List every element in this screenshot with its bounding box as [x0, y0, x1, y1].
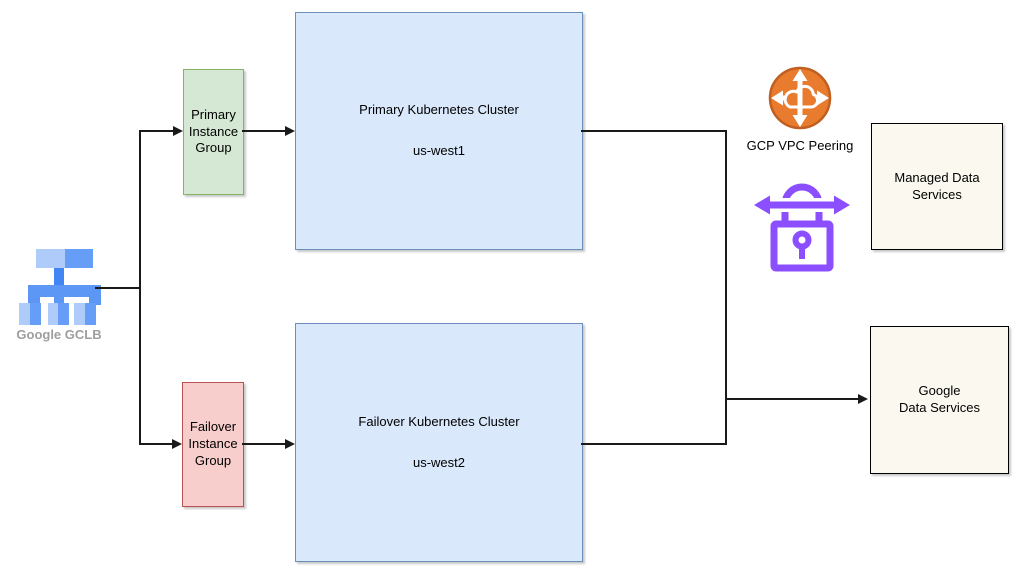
node-google-data-services: Google Data Services: [870, 326, 1009, 474]
failover-cluster-title: Failover Kubernetes Cluster: [358, 413, 520, 429]
failover-instance-group-label: Failover Instance Group: [188, 419, 238, 468]
node-primary-kubernetes-cluster: Primary Kubernetes Cluster us-west1: [295, 12, 583, 250]
connector-gclb-to-bus: [95, 287, 140, 289]
failover-cluster-region: us-west2: [412, 454, 466, 470]
arrowhead-primary-ig: [173, 126, 183, 136]
node-google-gclb: Google GCLB: [13, 246, 105, 342]
vpc-peering-icon: [768, 66, 832, 130]
primary-instance-group-label: Primary Instance Group: [188, 106, 239, 156]
load-balancer-icon: [19, 249, 101, 325]
connector-failover-ig-to-cluster: [242, 443, 285, 445]
connector-primary-cluster-to-bus: [581, 130, 727, 132]
primary-cluster-title: Primary Kubernetes Cluster: [359, 102, 519, 118]
node-private-link: [752, 173, 852, 273]
connector-bus-to-primary-ig: [140, 130, 174, 132]
connector-primary-ig-to-cluster: [242, 130, 285, 132]
connector-right-bus: [725, 130, 727, 445]
node-failover-kubernetes-cluster: Failover Kubernetes Cluster us-west2: [295, 323, 583, 562]
node-failover-instance-group: Failover Instance Group: [182, 382, 244, 507]
arrowhead-failover-cluster: [285, 439, 295, 449]
connector-left-bus: [139, 130, 141, 445]
node-primary-instance-group: Primary Instance Group: [183, 69, 244, 195]
primary-cluster-region: us-west1: [412, 143, 466, 158]
arrowhead-failover-ig: [172, 439, 182, 449]
connector-bus-to-google-data-services: [726, 398, 858, 400]
connector-failover-cluster-to-bus: [581, 443, 727, 445]
node-gcp-vpc-peering: GCP VPC Peering: [738, 66, 862, 153]
lock-arrows-icon: [752, 183, 852, 272]
managed-data-services-label: Managed Data Services: [894, 169, 980, 202]
arrowhead-google-data-services: [858, 394, 868, 404]
connector-bus-to-failover-ig: [140, 443, 173, 445]
vpc-peering-label: GCP VPC Peering: [746, 138, 854, 153]
gclb-label: Google GCLB: [16, 327, 102, 342]
node-managed-data-services: Managed Data Services: [871, 123, 1003, 250]
arrowhead-primary-cluster: [285, 126, 295, 136]
google-data-services-label: Google Data Services: [899, 383, 980, 415]
